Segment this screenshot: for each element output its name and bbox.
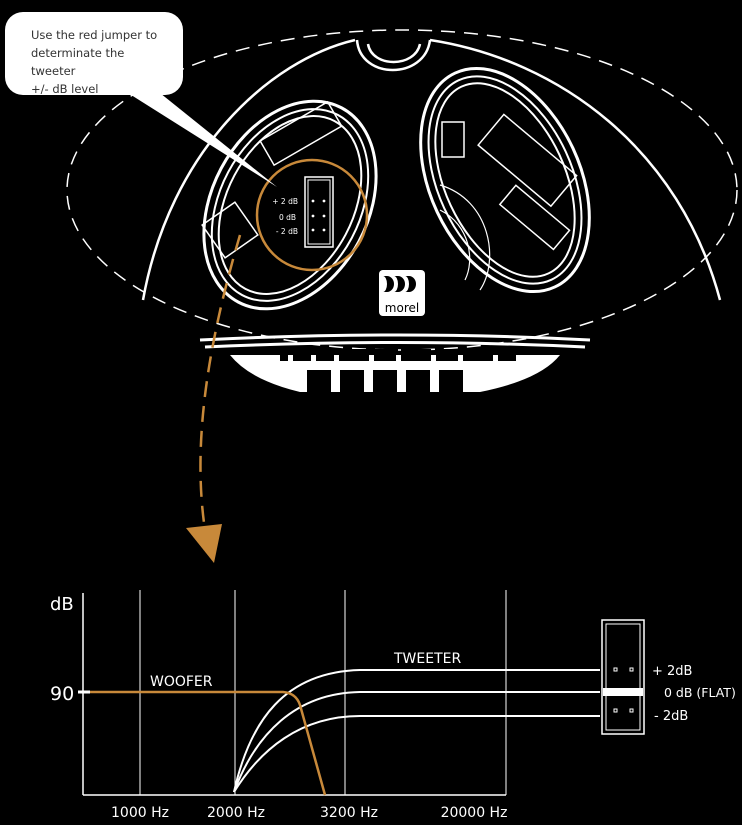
x-tick-1000: 1000 Hz	[111, 805, 169, 821]
frequency-graph	[78, 590, 600, 796]
highlight-circle	[255, 158, 369, 272]
woofer-curve	[90, 690, 327, 796]
callout-text: Use the red jumper to determinate the tw…	[10, 14, 180, 96]
callout-line: Use the red jumper to	[31, 28, 158, 42]
jumper-label-flat: 0 dB (FLAT)	[664, 685, 736, 700]
x-tick-20000: 20000 Hz	[441, 805, 508, 821]
board-component	[477, 113, 578, 208]
callout-line: determinate the tweeter	[31, 46, 125, 78]
board-arc	[439, 184, 491, 291]
board-label-plus2: + 2 dB	[272, 197, 298, 206]
board-jumper-pins	[311, 199, 326, 232]
jumper-label-plus2: + 2dB	[652, 664, 692, 679]
board-component	[441, 121, 465, 158]
jumper-cap	[603, 688, 643, 696]
speaker-top-notch	[355, 39, 432, 72]
x-tick-2000: 2000 Hz	[207, 805, 265, 821]
callout-bubble	[5, 12, 277, 187]
tweeter-curve-minus2	[233, 715, 600, 793]
board-jumper-header	[304, 176, 334, 248]
y-tick-90: 90	[50, 683, 74, 705]
tweeter-curve-flat	[233, 691, 600, 793]
jumper-illustration	[601, 619, 645, 735]
callout-line: +/- dB level	[31, 82, 99, 96]
pointer-arrow-dashed	[199, 234, 242, 531]
board-component	[498, 184, 571, 251]
speaker-body-outline	[141, 38, 722, 301]
board-component	[259, 100, 343, 167]
y-axis-label: dB	[50, 594, 74, 615]
speaker-grille	[230, 349, 560, 392]
right-driver-mount	[419, 66, 591, 294]
tweeter-curve-plus2	[233, 669, 600, 793]
arrow-head-icon	[186, 524, 222, 563]
x-tick-3200: 3200 Hz	[320, 805, 378, 821]
board-label-0: 0 dB	[279, 213, 296, 222]
board-label-minus2: - 2 dB	[276, 227, 298, 236]
woofer-label: WOOFER	[150, 674, 213, 690]
morel-logo: morel	[379, 270, 425, 316]
svg-text:morel: morel	[385, 301, 419, 315]
jumper-label-minus2: - 2dB	[654, 709, 688, 724]
speaker-bottom-rim	[199, 333, 591, 349]
board-component	[201, 201, 259, 259]
tweeter-label: TWEETER	[393, 651, 461, 667]
